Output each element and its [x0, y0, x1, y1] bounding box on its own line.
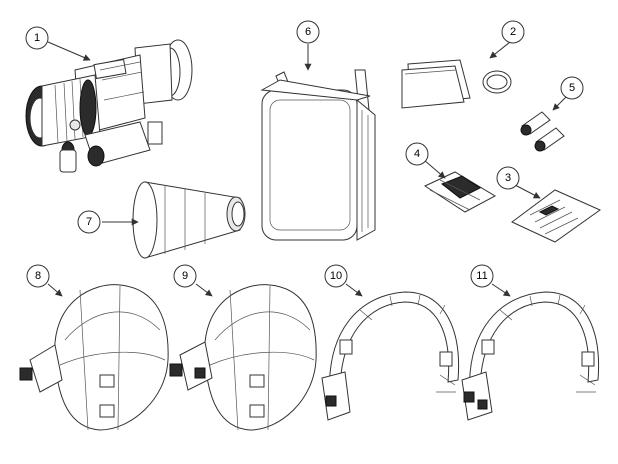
callout-7: 7 [77, 210, 101, 234]
callout-6: 6 [296, 20, 320, 44]
callout-label-7: 7 [86, 216, 92, 228]
callout-label-11: 11 [476, 270, 487, 282]
desiccant-pouch-drawing [423, 171, 497, 213]
callout-2: 2 [501, 20, 525, 44]
batteries-drawing [520, 111, 565, 152]
callout-5: 5 [560, 76, 584, 100]
callout-1: 1 [25, 26, 49, 50]
manual-booklet-drawing [511, 189, 602, 243]
callout-label-2: 2 [510, 26, 516, 38]
helmet-with-mount-variant-drawing [169, 284, 317, 431]
callout-3: 3 [496, 166, 520, 190]
leader-lines [47, 41, 568, 297]
callout-label-3: 3 [505, 172, 511, 184]
monocular-drawing [25, 39, 193, 173]
callout-label-1: 1 [34, 32, 40, 44]
callout-label-4: 4 [414, 148, 420, 160]
callout-10: 10 [324, 264, 348, 288]
callout-4: 4 [405, 142, 429, 166]
callout-8: 8 [26, 264, 50, 288]
sunshade-drawing [132, 181, 246, 259]
callout-label-8: 8 [35, 270, 41, 282]
callout-label-6: 6 [305, 26, 311, 38]
carry-case-drawing [260, 69, 376, 241]
head-mount-harness-drawing [321, 291, 460, 421]
head-mount-harness-variant-drawing [461, 291, 600, 421]
callout-label-10: 10 [330, 270, 342, 282]
lens-tissue-and-ring-drawing [401, 59, 512, 109]
callout-9: 9 [173, 264, 197, 288]
helmet-with-mount-drawing [19, 284, 169, 431]
callout-label-9: 9 [182, 270, 188, 282]
callout-label-5: 5 [569, 82, 575, 94]
callout-11: 11 [470, 264, 494, 288]
